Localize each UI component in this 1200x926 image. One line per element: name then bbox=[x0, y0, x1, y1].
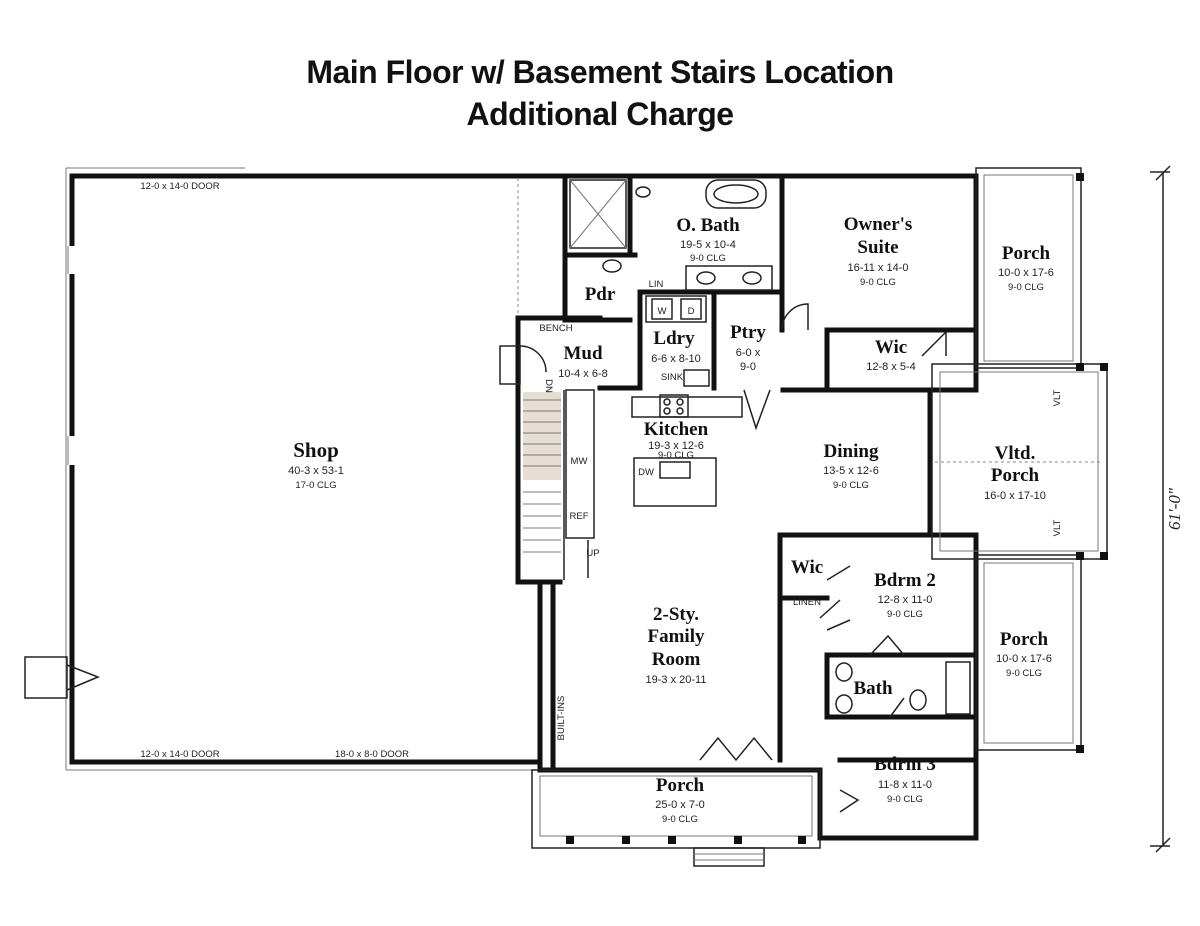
bdrm2-clg: 9-0 CLG bbox=[887, 609, 923, 620]
vltd-porch-name-2: Porch bbox=[991, 465, 1040, 486]
dryer-label: D bbox=[688, 306, 695, 317]
ptry-size-1: 6-0 x bbox=[736, 347, 761, 359]
bdrm2-name: Bdrm 2 bbox=[874, 570, 936, 591]
built-ins-label: BUILT-INS bbox=[556, 696, 567, 741]
bdrm3-size: 11-8 x 11-0 bbox=[878, 779, 932, 791]
dining-size: 13-5 x 12-6 bbox=[823, 465, 879, 477]
porch-ne-name: Porch bbox=[1002, 243, 1051, 264]
plan-title-line2: Additional Charge bbox=[466, 96, 734, 132]
shop-clg: 17-0 CLG bbox=[295, 480, 336, 491]
porch-ne-clg: 9-0 CLG bbox=[1008, 282, 1044, 293]
porch-e-size: 10-0 x 17-6 bbox=[996, 653, 1052, 665]
lin-label: LIN bbox=[649, 279, 664, 290]
kitchen-name: Kitchen bbox=[644, 419, 709, 440]
bath-fixtures bbox=[569, 179, 971, 715]
porch-e-name: Porch bbox=[1000, 629, 1049, 650]
mw-label: MW bbox=[571, 456, 588, 467]
wic-owner-name: Wic bbox=[875, 337, 907, 358]
mud-name: Mud bbox=[563, 343, 603, 364]
linen-label: LINEN bbox=[793, 597, 821, 608]
door-label-bottom-left: 12-0 x 14-0 DOOR bbox=[140, 749, 219, 760]
family-name-1: 2-Sty. bbox=[653, 604, 699, 625]
porch-s-size: 25-0 x 7-0 bbox=[655, 799, 705, 811]
sink-label: SINK bbox=[661, 372, 684, 383]
owners-size: 16-11 x 14-0 bbox=[848, 262, 909, 274]
washer-label: W bbox=[658, 306, 667, 317]
overall-dimension bbox=[1150, 165, 1171, 853]
vltd-porch-size: 16-0 x 17-10 bbox=[984, 490, 1046, 502]
ptry-name: Ptry bbox=[730, 322, 766, 343]
stairs bbox=[523, 390, 589, 580]
plan-title-line1: Main Floor w/ Basement Stairs Location bbox=[306, 54, 894, 90]
dn-label: DN bbox=[543, 379, 554, 393]
house-walls bbox=[515, 173, 979, 841]
owners-clg: 9-0 CLG bbox=[860, 277, 896, 288]
bdrm2-size: 12-8 x 11-0 bbox=[878, 594, 933, 606]
vlt-label-bottom: VLT bbox=[1052, 519, 1063, 536]
bdrm3-name: Bdrm 3 bbox=[874, 754, 936, 775]
ptry-size-2: 9-0 bbox=[740, 361, 756, 373]
dw-label: DW bbox=[638, 467, 654, 478]
wic2-name: Wic bbox=[791, 557, 823, 578]
overall-dimension-label: 61'-0" bbox=[1165, 487, 1184, 530]
porch-e-clg: 9-0 CLG bbox=[1006, 668, 1042, 679]
vlt-label-top: VLT bbox=[1052, 389, 1063, 406]
wic-owner-size: 12-8 x 5-4 bbox=[866, 361, 916, 373]
up-label: UP bbox=[586, 548, 599, 559]
bath-name: Bath bbox=[853, 678, 893, 699]
door-swings bbox=[499, 303, 947, 813]
shop-name: Shop bbox=[293, 438, 339, 462]
family-name-3: Room bbox=[652, 649, 701, 670]
dining-name: Dining bbox=[824, 441, 879, 462]
kitchen-size: 19-3 x 12-6 bbox=[648, 440, 704, 452]
dining-clg: 9-0 CLG bbox=[833, 480, 869, 491]
porch-ne-size: 10-0 x 17-6 bbox=[998, 267, 1054, 279]
vltd-porch-name-1: Vltd. bbox=[995, 443, 1036, 464]
obath-clg: 9-0 CLG bbox=[690, 253, 726, 264]
obath-name: O. Bath bbox=[676, 215, 740, 236]
obath-size: 19-5 x 10-4 bbox=[680, 239, 736, 251]
owners-name-2: Suite bbox=[857, 237, 898, 258]
family-name-2: Family bbox=[648, 626, 705, 647]
family-size: 19-3 x 20-11 bbox=[646, 674, 707, 686]
kitchen-clg: 9-0 CLG bbox=[658, 450, 694, 461]
kitchen-counters bbox=[565, 389, 743, 539]
shop-walls bbox=[65, 167, 563, 771]
porch-s-name: Porch bbox=[656, 775, 705, 796]
shop-size: 40-3 x 53-1 bbox=[288, 465, 344, 477]
ldry-size: 6-6 x 8-10 bbox=[651, 353, 701, 365]
pdr-name: Pdr bbox=[585, 284, 616, 305]
shop-side-door bbox=[24, 656, 101, 699]
porch-s-clg: 9-0 CLG bbox=[662, 814, 698, 825]
bdrm3-clg: 9-0 CLG bbox=[887, 794, 923, 805]
door-label-top: 12-0 x 14-0 DOOR bbox=[140, 181, 219, 192]
ref-label: REF bbox=[570, 511, 589, 522]
ldry-name: Ldry bbox=[653, 328, 695, 349]
owners-name-1: Owner's bbox=[844, 214, 913, 235]
door-label-bottom-right: 18-0 x 8-0 DOOR bbox=[335, 749, 409, 760]
mud-size: 10-4 x 6-8 bbox=[558, 368, 608, 380]
bench-label: BENCH bbox=[539, 323, 572, 334]
porch-outlines bbox=[531, 167, 1108, 867]
